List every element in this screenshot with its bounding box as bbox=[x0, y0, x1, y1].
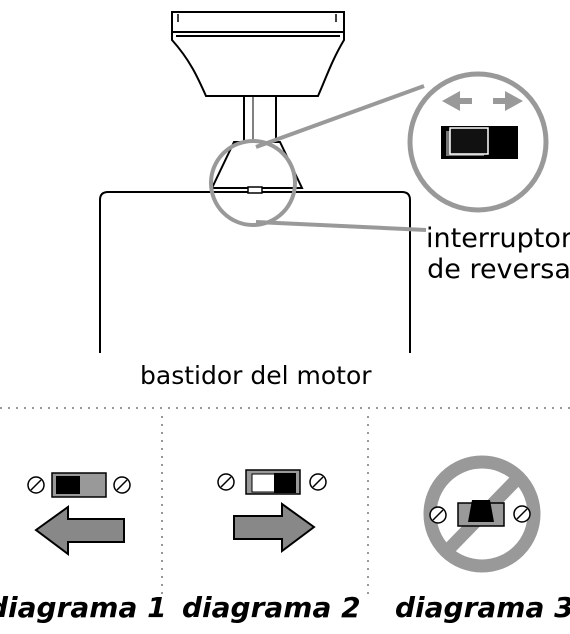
arrow-right-icon bbox=[233, 502, 316, 553]
diagram-3-graphic bbox=[423, 455, 541, 573]
diagram-3-title: diagrama 3 bbox=[395, 591, 570, 624]
magnifier-lines bbox=[255, 84, 427, 232]
screw-icon bbox=[217, 473, 235, 491]
screw-icon bbox=[113, 476, 131, 494]
reverse-switch-label: interruptor de reversa bbox=[424, 223, 570, 285]
screw-icon bbox=[27, 476, 45, 494]
screw-icon bbox=[429, 506, 447, 524]
screw-icon bbox=[513, 505, 531, 523]
ceiling-canopy bbox=[171, 11, 345, 97]
double-arrow-icon bbox=[442, 91, 523, 111]
housing-switch bbox=[247, 186, 263, 194]
detail-circle-small bbox=[209, 139, 297, 227]
reverse-switch-label-line1: interruptor bbox=[426, 223, 570, 254]
reverse-switch-magnified bbox=[441, 126, 518, 159]
diagram-2-title: diagrama 2 bbox=[182, 591, 361, 624]
screw-icon bbox=[309, 473, 327, 491]
motor-housing bbox=[99, 191, 411, 353]
diagram-2-graphic bbox=[217, 469, 327, 553]
arrow-left-icon bbox=[34, 505, 125, 556]
motor-housing-label: bastidor del motor bbox=[140, 361, 372, 390]
downrod bbox=[243, 95, 277, 143]
reverse-switch-label-line2: de reversa bbox=[427, 254, 570, 285]
diagram-1-graphic bbox=[27, 472, 131, 556]
diagram-1-title: diagrama 1 bbox=[0, 591, 167, 624]
